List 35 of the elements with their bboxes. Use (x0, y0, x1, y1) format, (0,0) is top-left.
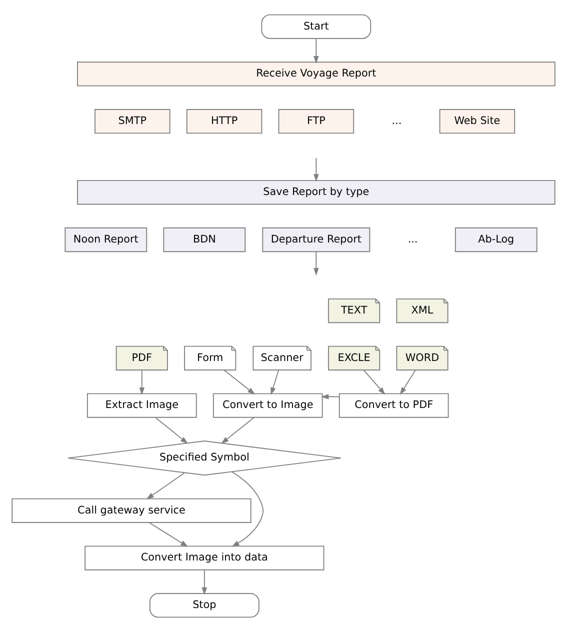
label: ... (408, 233, 418, 246)
node-box: Save Report by type (77, 180, 556, 205)
node-box: Noon Report (64, 227, 148, 252)
node-box: SMTP (94, 109, 170, 134)
arrow (139, 370, 145, 396)
arrow (224, 370, 256, 395)
arrow (270, 370, 280, 396)
node-box: Receive Voyage Report (77, 62, 556, 86)
node-box: Start (261, 14, 372, 39)
node-box: Ab-Log (454, 227, 538, 252)
label: ... (392, 115, 402, 127)
node-box: HTTP (186, 109, 262, 134)
node-box: Call gateway service (12, 498, 252, 523)
node-box: BDN (163, 227, 246, 252)
node-box: Web Site (439, 109, 516, 134)
arrow (363, 370, 386, 395)
arrow (148, 522, 188, 547)
arrow (146, 472, 185, 500)
node-box: Stop (149, 593, 260, 618)
node-box: Departure Report (262, 227, 370, 252)
arrow (314, 157, 319, 182)
arrow (314, 251, 319, 276)
arrow (154, 416, 188, 444)
arrow (231, 471, 264, 547)
arrow (221, 416, 255, 444)
node-box: Convert Image into data (84, 546, 324, 570)
arrow (400, 370, 416, 395)
node-box: Extract Image (86, 393, 197, 418)
node-diamond: Specified Symbol (68, 440, 342, 476)
arrow (321, 394, 340, 400)
node-box: Convert to Image (212, 393, 323, 418)
node-box: FTP (278, 109, 354, 134)
arrow (314, 38, 319, 64)
arrow (202, 570, 208, 595)
node-box: Convert to PDF (338, 393, 449, 418)
